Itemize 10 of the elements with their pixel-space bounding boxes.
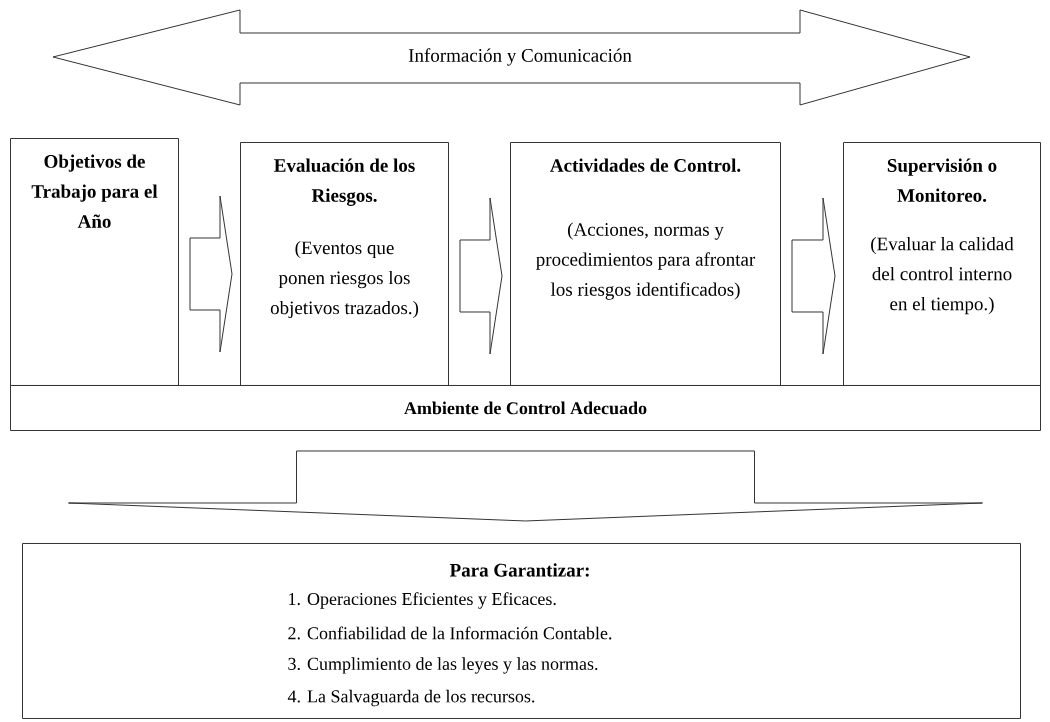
block-arrow bbox=[189, 195, 233, 353]
process-box: Actividades de Control. (Acciones, normas y procedimientos para afrontar los riesgos identificados) bbox=[510, 142, 781, 386]
process-box: Objetivos de Trabajo para el Año bbox=[10, 138, 179, 386]
block-arrow bbox=[459, 197, 503, 355]
process-box: Evaluación de los Riesgos. (Eventos que ponen riesgos los objetivos trazados.) bbox=[240, 142, 449, 386]
result-box: Para Garantizar: 1. Operaciones Eficientes y Eficaces. 2. Confiabilidad de la Información Contable. 3. Cumplimiento de las leyes y las normas. 4. La Salvaguarda de los recursos. bbox=[22, 543, 1021, 719]
block-arrow bbox=[68, 450, 983, 522]
base-band: Ambiente de Control Adecuado bbox=[10, 385, 1041, 431]
process-box: Supervisión o Monitoreo. (Evaluar la calidad del control interno en el tiempo.) bbox=[843, 142, 1041, 386]
block-arrow bbox=[791, 197, 836, 355]
